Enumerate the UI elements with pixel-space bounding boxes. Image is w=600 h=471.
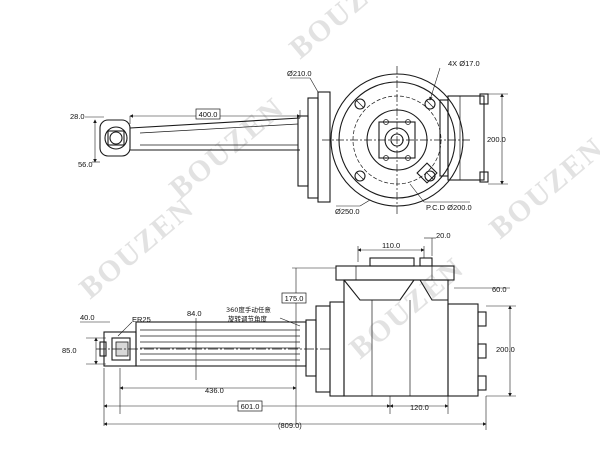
dim-40: 40.0: [80, 313, 95, 322]
dim-20: 20.0: [436, 231, 451, 240]
note-line-2: 旋转调节角度: [228, 314, 268, 323]
dim-200-top: 200.0: [487, 135, 506, 144]
watermarks: BOUZEN BOUZEN BOUZEN BOUZEN BOUZEN: [73, 0, 600, 365]
top-view-dimensions: 400.0 28.0 56.0 Ø210.0 4X Ø17.0 200.0 Ø2…: [70, 59, 508, 216]
watermark-5: BOUZEN: [163, 91, 290, 205]
watermark-4: BOUZEN: [483, 131, 600, 245]
dim-holes: 4X Ø17.0: [448, 59, 480, 68]
dim-28: 28.0: [70, 112, 85, 121]
dim-809: (809.0): [278, 421, 302, 430]
dim-110: 110.0: [382, 241, 400, 250]
dim-56: 56.0: [78, 160, 93, 169]
label-er25: ER25: [132, 315, 151, 324]
dim-175: 175.0: [285, 294, 304, 303]
dim-120: 120.0: [410, 403, 429, 412]
note-line-1: 360度手动任意: [226, 305, 271, 314]
dim-d250: Ø250.0: [335, 207, 360, 216]
dim-436: 436.0: [205, 386, 224, 395]
dim-84: 84.0: [187, 309, 202, 318]
dim-pcd: P.C.D Ø200.0: [426, 203, 472, 212]
watermark-3: BOUZEN: [343, 251, 470, 365]
dim-85: 85.0: [62, 346, 77, 355]
side-view: [96, 257, 487, 397]
dim-400: 400.0: [199, 110, 218, 119]
dim-60: 60.0: [492, 285, 507, 294]
top-view: [99, 66, 489, 214]
dim-601: 601.0: [241, 402, 260, 411]
dim-200-side: 200.0: [496, 345, 515, 354]
watermark-1: BOUZEN: [283, 0, 410, 65]
watermark-2: BOUZEN: [73, 191, 200, 305]
side-view-dimensions: 110.0 20.0 175.0 60.0 200.0 40.0 ER25 84…: [62, 231, 516, 430]
dim-d210: Ø210.0: [287, 69, 312, 78]
